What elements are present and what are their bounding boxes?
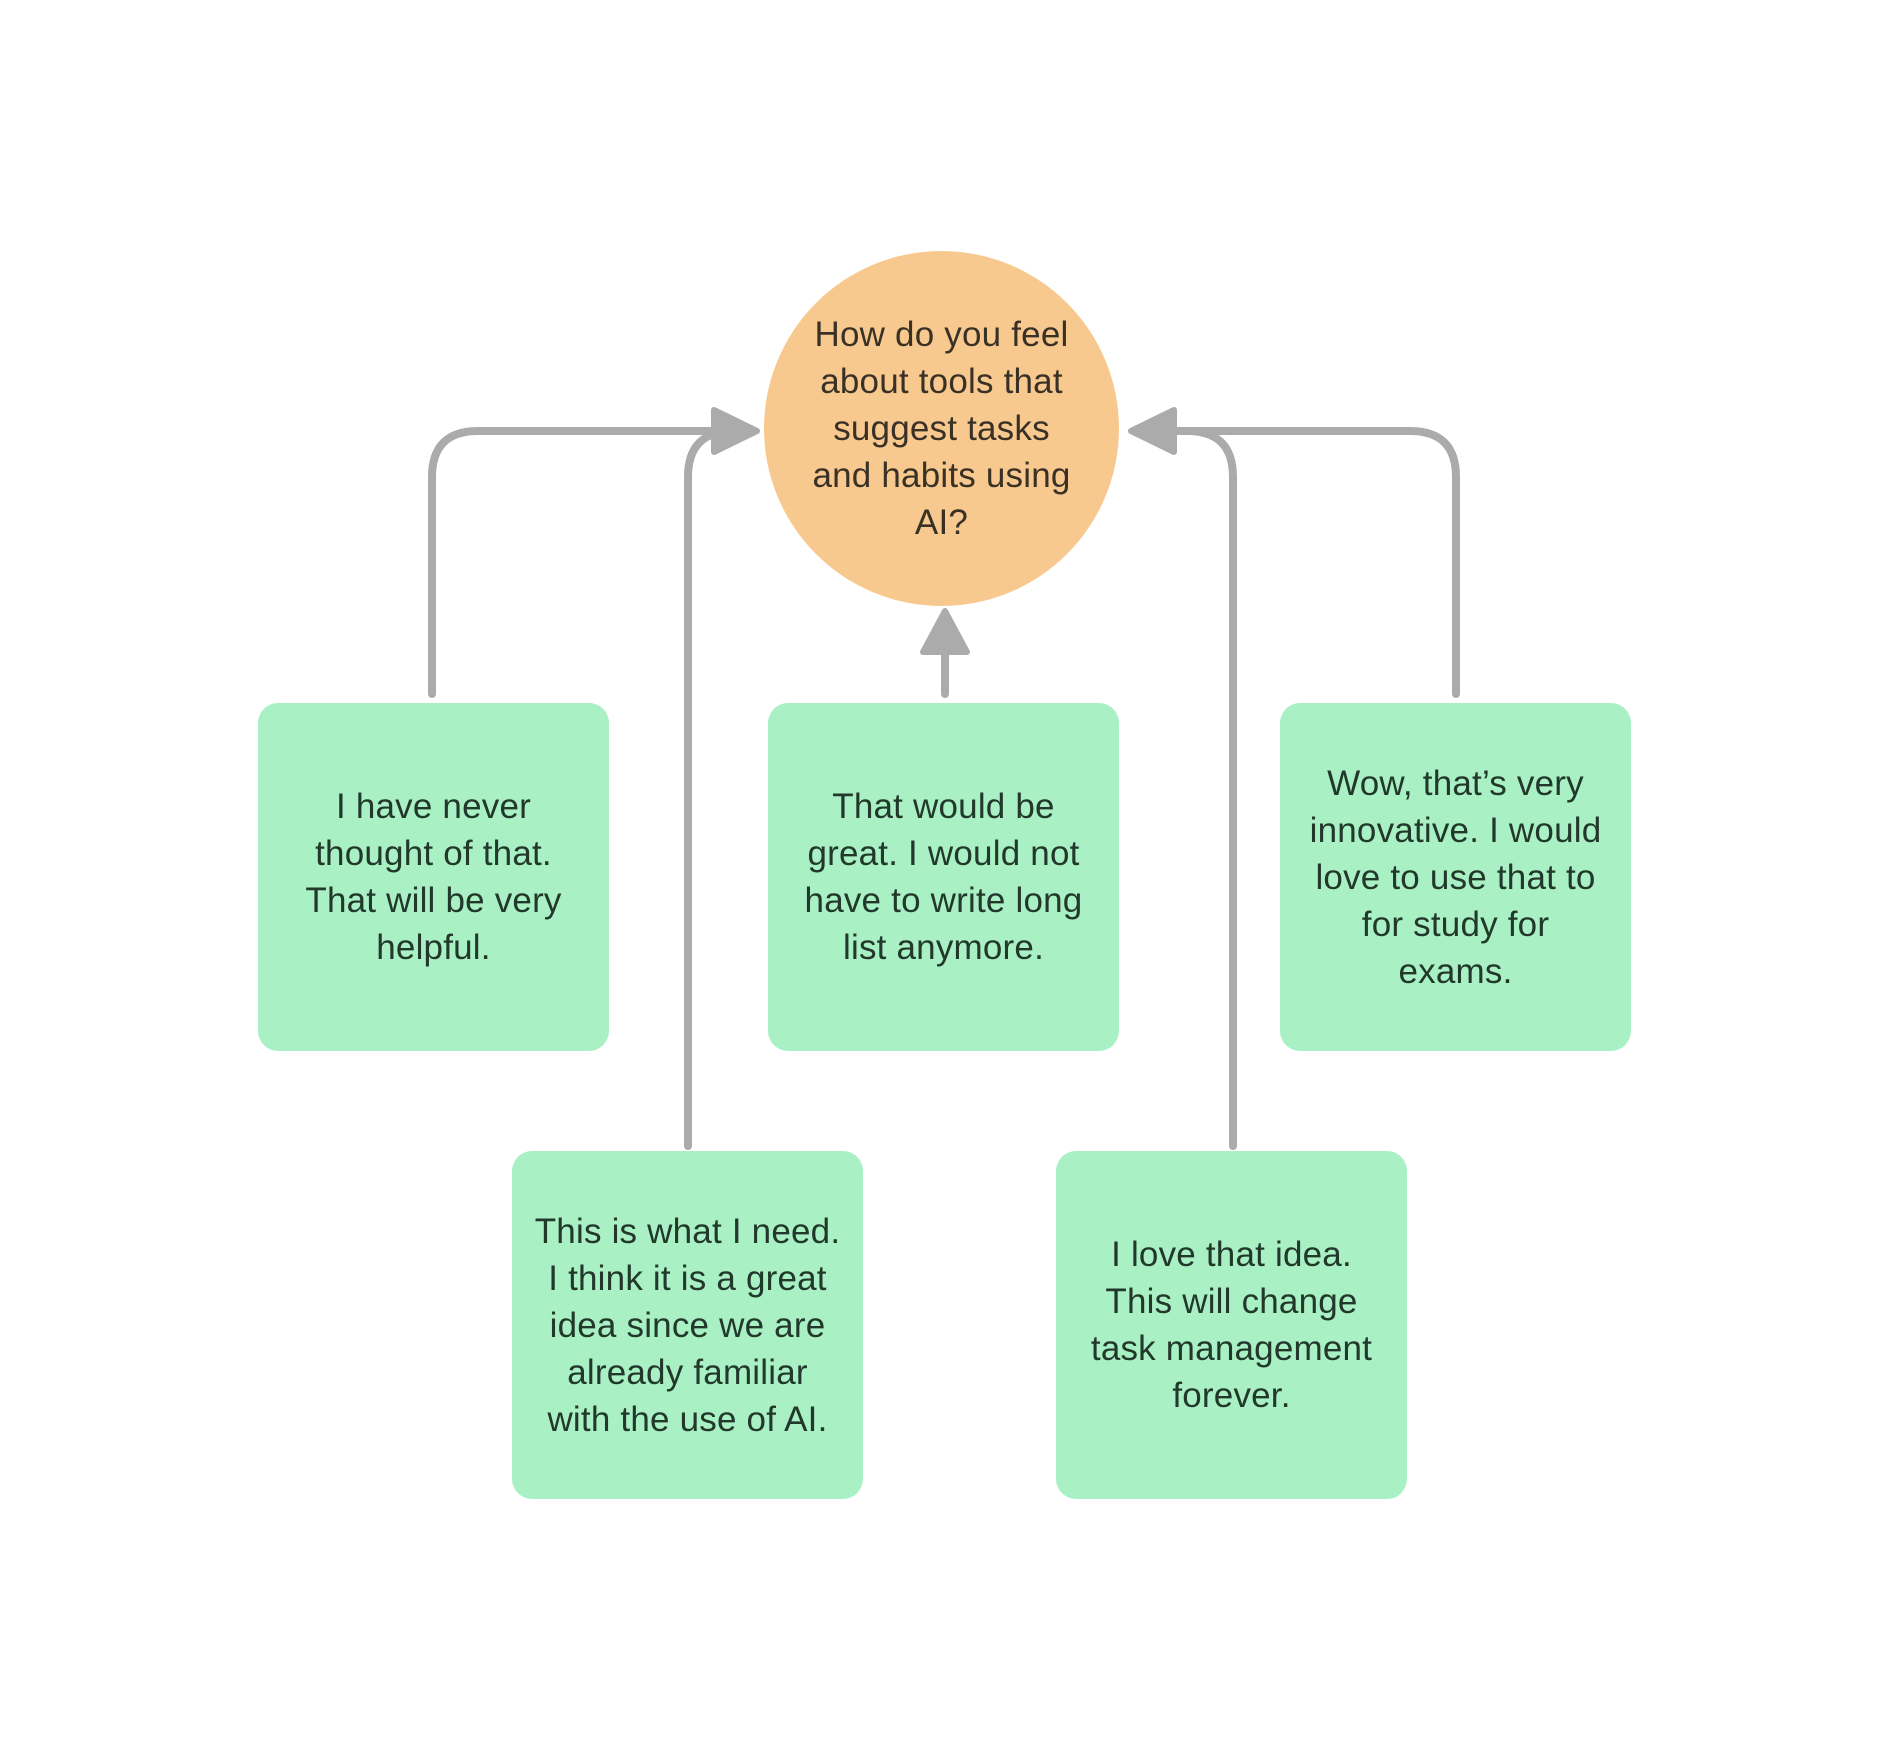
question-circle-text: How do you feel about tools that suggest… (812, 315, 1071, 542)
sticky-note-left[interactable]: I have never thought of that. That will … (258, 703, 609, 1051)
sticky-note-left-text: I have never thought of that. That will … (305, 787, 562, 967)
sticky-note-right-text: Wow, that’s very innovative. I would lov… (1309, 763, 1602, 991)
question-circle[interactable]: How do you feel about tools that suggest… (764, 251, 1119, 606)
connector-note-bottom-left[interactable] (684, 427, 745, 1150)
sticky-note-right[interactable]: Wow, that’s very innovative. I would lov… (1280, 703, 1631, 1051)
connector-note-right[interactable] (1170, 427, 1460, 698)
arrowhead-circle-right-icon (1128, 407, 1177, 455)
connector-note-bottom-right[interactable] (1176, 427, 1237, 1150)
sticky-note-bottom-left[interactable]: This is what I need. I think it is a gre… (512, 1151, 863, 1499)
sticky-note-bottom-right[interactable]: I love that idea. This will change task … (1056, 1151, 1407, 1499)
sticky-note-center-text: That would be great. I would not have to… (804, 787, 1083, 967)
sticky-note-center[interactable]: That would be great. I would not have to… (768, 703, 1119, 1051)
sticky-note-bottom-left-text: This is what I need. I think it is a gre… (534, 1211, 841, 1439)
arrowhead-circle-bottom-icon (920, 608, 970, 655)
connector-note-left[interactable] (428, 427, 718, 698)
arrowhead-circle-left-icon (711, 407, 760, 455)
sticky-note-bottom-right-text: I love that idea. This will change task … (1090, 1235, 1373, 1415)
